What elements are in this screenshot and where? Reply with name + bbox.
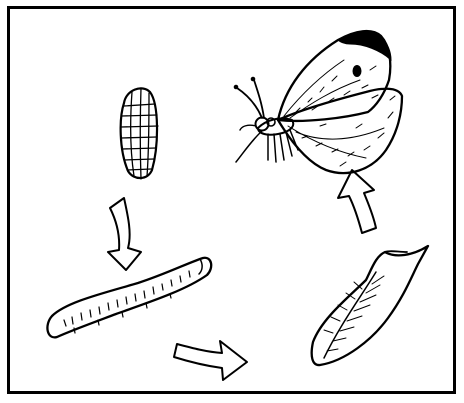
diagram-frame — [9, 8, 455, 393]
wing-spot — [353, 65, 362, 77]
